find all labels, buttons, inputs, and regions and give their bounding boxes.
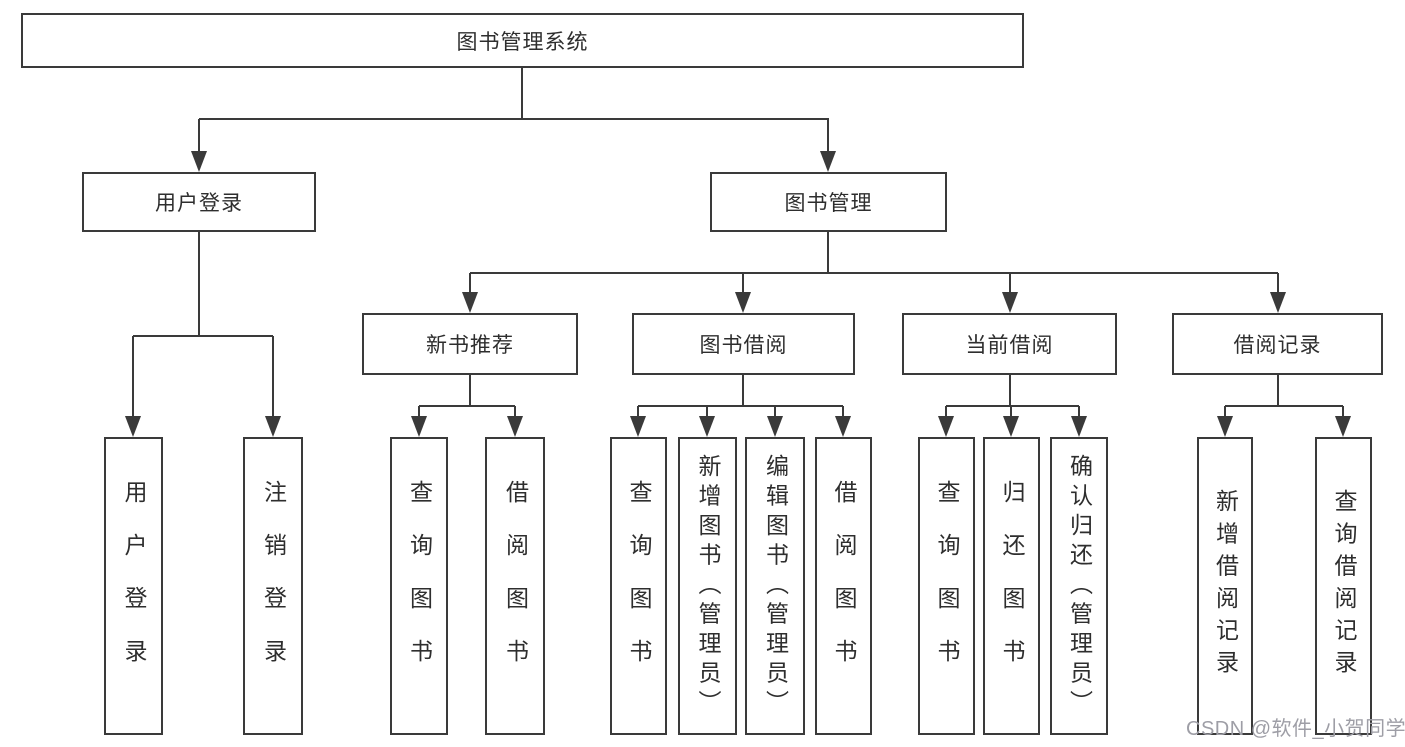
arrowhead-down-icon	[1002, 292, 1018, 313]
connector-line	[468, 273, 472, 293]
node-book-borrowing: 图书借阅	[632, 313, 855, 375]
connector-line	[946, 404, 1079, 408]
connector-line	[741, 373, 745, 406]
connector-line	[826, 119, 830, 153]
connector-line	[705, 406, 709, 418]
node-label-return-books: 归还图书	[999, 480, 1025, 692]
connector-line	[638, 404, 843, 408]
node-query-books-borrowing: 查询图书	[610, 437, 667, 735]
node-label-root: 图书管理系统	[456, 30, 589, 54]
connector-line	[636, 406, 640, 418]
node-query-books-recommend: 查询图书	[390, 437, 448, 735]
node-label-book-borrowing: 图书借阅	[699, 334, 788, 357]
node-label-add-books-admin: 新增图书（管理员）	[695, 453, 721, 719]
connector-line	[197, 119, 201, 153]
connector-line	[417, 406, 421, 418]
node-label-query-books-recommend: 查询图书	[406, 480, 433, 692]
arrowhead-down-icon	[630, 416, 646, 437]
arrowhead-down-icon	[938, 416, 954, 437]
arrowhead-down-icon	[265, 416, 281, 437]
connector-line	[1077, 406, 1081, 418]
node-query-borrow-record: 查询借阅记录	[1315, 437, 1372, 735]
arrowhead-down-icon	[462, 292, 478, 313]
connector-line	[1009, 406, 1013, 418]
node-label-query-books-current: 查询图书	[934, 480, 960, 692]
node-label-query-books-borrowing: 查询图书	[626, 480, 652, 692]
node-borrow-books-borrowing: 借阅图书	[815, 437, 872, 735]
node-current-borrowing: 当前借阅	[902, 313, 1117, 375]
connector-line	[826, 230, 830, 273]
node-borrow-books-recommend: 借阅图书	[485, 437, 545, 735]
node-label-current-borrowing: 当前借阅	[965, 334, 1054, 357]
connector-line	[131, 336, 135, 417]
connector-line	[773, 406, 777, 418]
node-label-book-management: 图书管理	[784, 192, 873, 215]
node-label-borrow-books-recommend: 借阅图书	[502, 480, 529, 692]
connector-line	[1225, 404, 1343, 408]
arrowhead-down-icon	[699, 416, 715, 437]
node-add-borrow-record: 新增借阅记录	[1197, 437, 1253, 735]
arrowhead-down-icon	[1335, 416, 1351, 437]
node-label-query-borrow-record: 查询借阅记录	[1331, 489, 1357, 683]
watermark: CSDN @软件_小贺同学	[1186, 718, 1405, 740]
arrowhead-down-icon	[1270, 292, 1286, 313]
connector-line	[271, 336, 275, 417]
arrowhead-down-icon	[411, 416, 427, 437]
connector-line	[1008, 373, 1012, 406]
connector-line	[1008, 273, 1012, 293]
node-user-login-branch: 用户登录	[82, 172, 316, 232]
node-root: 图书管理系统	[21, 13, 1024, 68]
node-add-books-admin: 新增图书（管理员）	[678, 437, 737, 735]
node-label-user-login: 用户登录	[121, 480, 147, 692]
node-logout: 注销登录	[243, 437, 303, 735]
node-label-confirm-return-admin: 确认归还（管理员）	[1066, 453, 1093, 719]
connector-line	[133, 334, 273, 338]
arrowhead-down-icon	[1217, 416, 1233, 437]
connector-line	[841, 406, 845, 418]
connector-line	[468, 373, 472, 406]
node-confirm-return-admin: 确认归还（管理员）	[1050, 437, 1108, 735]
connector-line	[419, 404, 515, 408]
node-label-logout: 注销登录	[260, 480, 287, 692]
node-user-login: 用户登录	[104, 437, 163, 735]
connector-line	[197, 230, 201, 336]
connector-line	[1223, 406, 1227, 418]
arrowhead-down-icon	[767, 416, 783, 437]
arrowhead-down-icon	[1071, 416, 1087, 437]
node-edit-books-admin: 编辑图书（管理员）	[745, 437, 805, 735]
connector-line	[1276, 273, 1280, 293]
connector-line	[199, 117, 829, 121]
arrowhead-down-icon	[1003, 416, 1019, 437]
node-query-books-current: 查询图书	[918, 437, 975, 735]
arrowhead-down-icon	[191, 151, 207, 172]
connector-line	[1276, 373, 1280, 406]
arrowhead-down-icon	[735, 292, 751, 313]
arrowhead-down-icon	[125, 416, 141, 437]
node-label-edit-books-admin: 编辑图书（管理员）	[762, 453, 789, 719]
connector-line	[470, 271, 1278, 275]
node-label-add-borrow-record: 新增借阅记录	[1212, 489, 1239, 683]
connector-line	[741, 273, 745, 293]
arrowhead-down-icon	[507, 416, 523, 437]
connector-line	[513, 406, 517, 418]
arrowhead-down-icon	[820, 151, 836, 172]
node-label-borrow-books-borrowing: 借阅图书	[831, 480, 857, 692]
connector-line	[944, 406, 948, 418]
node-label-user-login-branch: 用户登录	[155, 192, 243, 215]
node-new-book-recommend: 新书推荐	[362, 313, 578, 375]
node-borrowing-records: 借阅记录	[1172, 313, 1383, 375]
node-label-new-book-recommend: 新书推荐	[426, 334, 514, 357]
connector-line	[520, 68, 524, 120]
node-return-books: 归还图书	[983, 437, 1040, 735]
node-label-borrowing-records: 借阅记录	[1233, 334, 1322, 357]
connector-line	[1341, 406, 1345, 418]
node-book-management: 图书管理	[710, 172, 947, 232]
arrowhead-down-icon	[835, 416, 851, 437]
